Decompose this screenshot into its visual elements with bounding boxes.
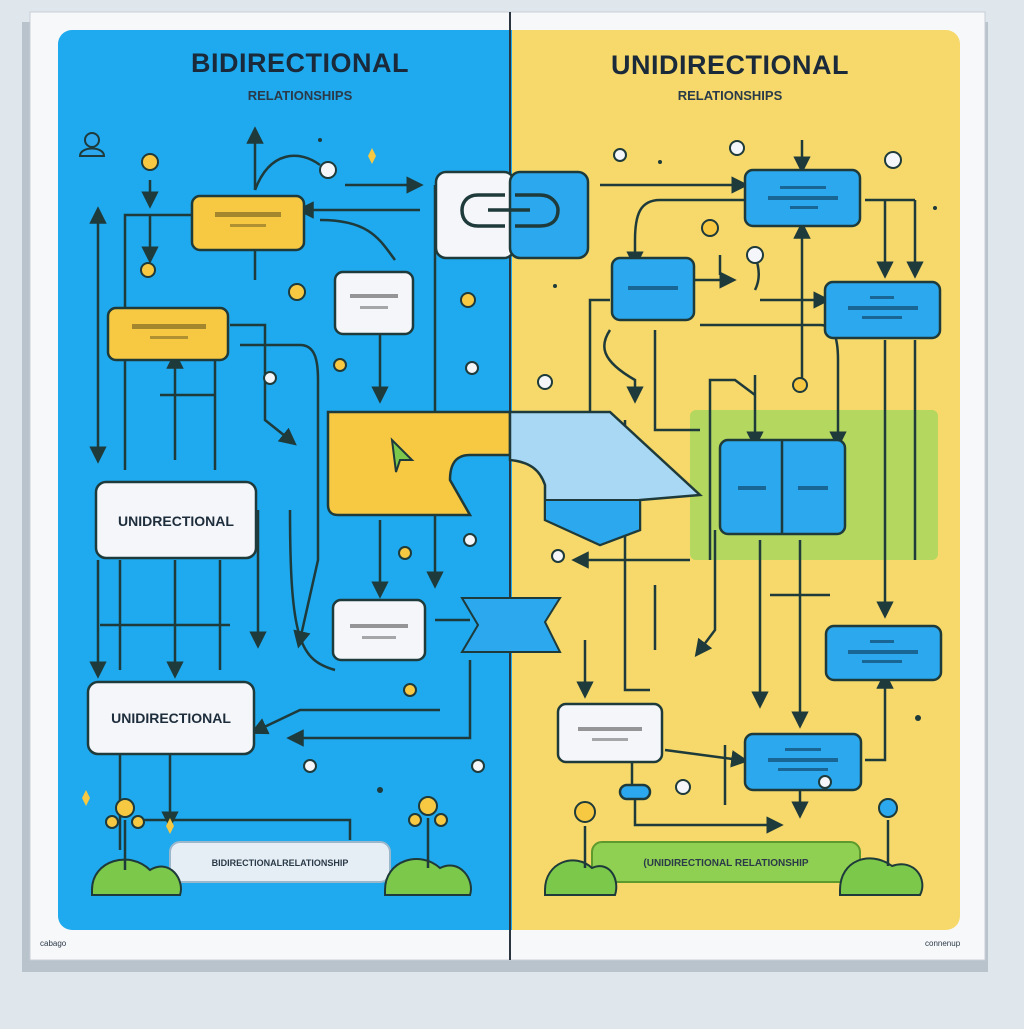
avatar-icon xyxy=(78,132,106,157)
right-blue-double-box xyxy=(718,438,847,536)
flower-icon xyxy=(384,796,472,896)
sparkle-icon xyxy=(82,138,937,834)
left-white-box-1 xyxy=(333,270,415,336)
svg-text:UNIDIRECTIONAL: UNIDIRECTIONAL xyxy=(111,710,231,726)
gear-icon xyxy=(263,140,902,795)
gear-icon xyxy=(140,153,808,697)
left-connectors xyxy=(89,126,472,850)
right-white-box xyxy=(556,702,664,764)
right-blue-box-bottom xyxy=(743,732,863,792)
left-yellow-box-1 xyxy=(190,194,306,252)
right-corner-label: connenup xyxy=(925,939,961,948)
svg-text:BIDIRECTIONALRELATIONSHIP: BIDIRECTIONALRELATIONSHIP xyxy=(212,858,349,868)
svg-text:UNIDRECTIONAL: UNIDRECTIONAL xyxy=(118,513,234,529)
svg-text:(UNIDIRECTIONAL RELATIONSHIP: (UNIDIRECTIONAL RELATIONSHIP xyxy=(643,858,809,869)
left-corner-label: cabago xyxy=(40,939,67,948)
left-title: BIDIRECTIONAL xyxy=(191,48,409,78)
right-blue-box-lower xyxy=(824,624,943,682)
flower-icon xyxy=(91,798,182,896)
left-white-box-2 xyxy=(331,598,427,662)
ribbon-banner xyxy=(460,597,562,653)
link-bridge xyxy=(434,170,590,260)
right-title: UNIDIRECTIONAL xyxy=(611,50,849,80)
center-ramp xyxy=(326,410,703,547)
right-blue-box-left xyxy=(610,256,696,322)
link-icon xyxy=(460,193,560,228)
right-blue-box-mid xyxy=(823,280,942,340)
left-panel-fill xyxy=(470,30,512,930)
flower-icon xyxy=(544,801,618,896)
left-bottom-banner: BIDIRECTIONALRELATIONSHIP xyxy=(169,841,391,883)
flower-icon xyxy=(839,798,924,896)
right-bottom-banner: (UNIDIRECTIONAL RELATIONSHIP xyxy=(591,841,861,883)
left-subtitle: RELATIONSHIPS xyxy=(248,88,353,103)
cursor-arrow-icon xyxy=(390,437,415,473)
small-pill-connector xyxy=(618,783,652,801)
uni-box-2: UNIDIRECTIONAL xyxy=(86,680,256,756)
right-subtitle: RELATIONSHIPS xyxy=(678,88,783,103)
uni-box-1: UNIDRECTIONAL xyxy=(94,480,258,560)
right-blue-box-top xyxy=(743,168,862,228)
left-yellow-box-2 xyxy=(106,306,230,362)
